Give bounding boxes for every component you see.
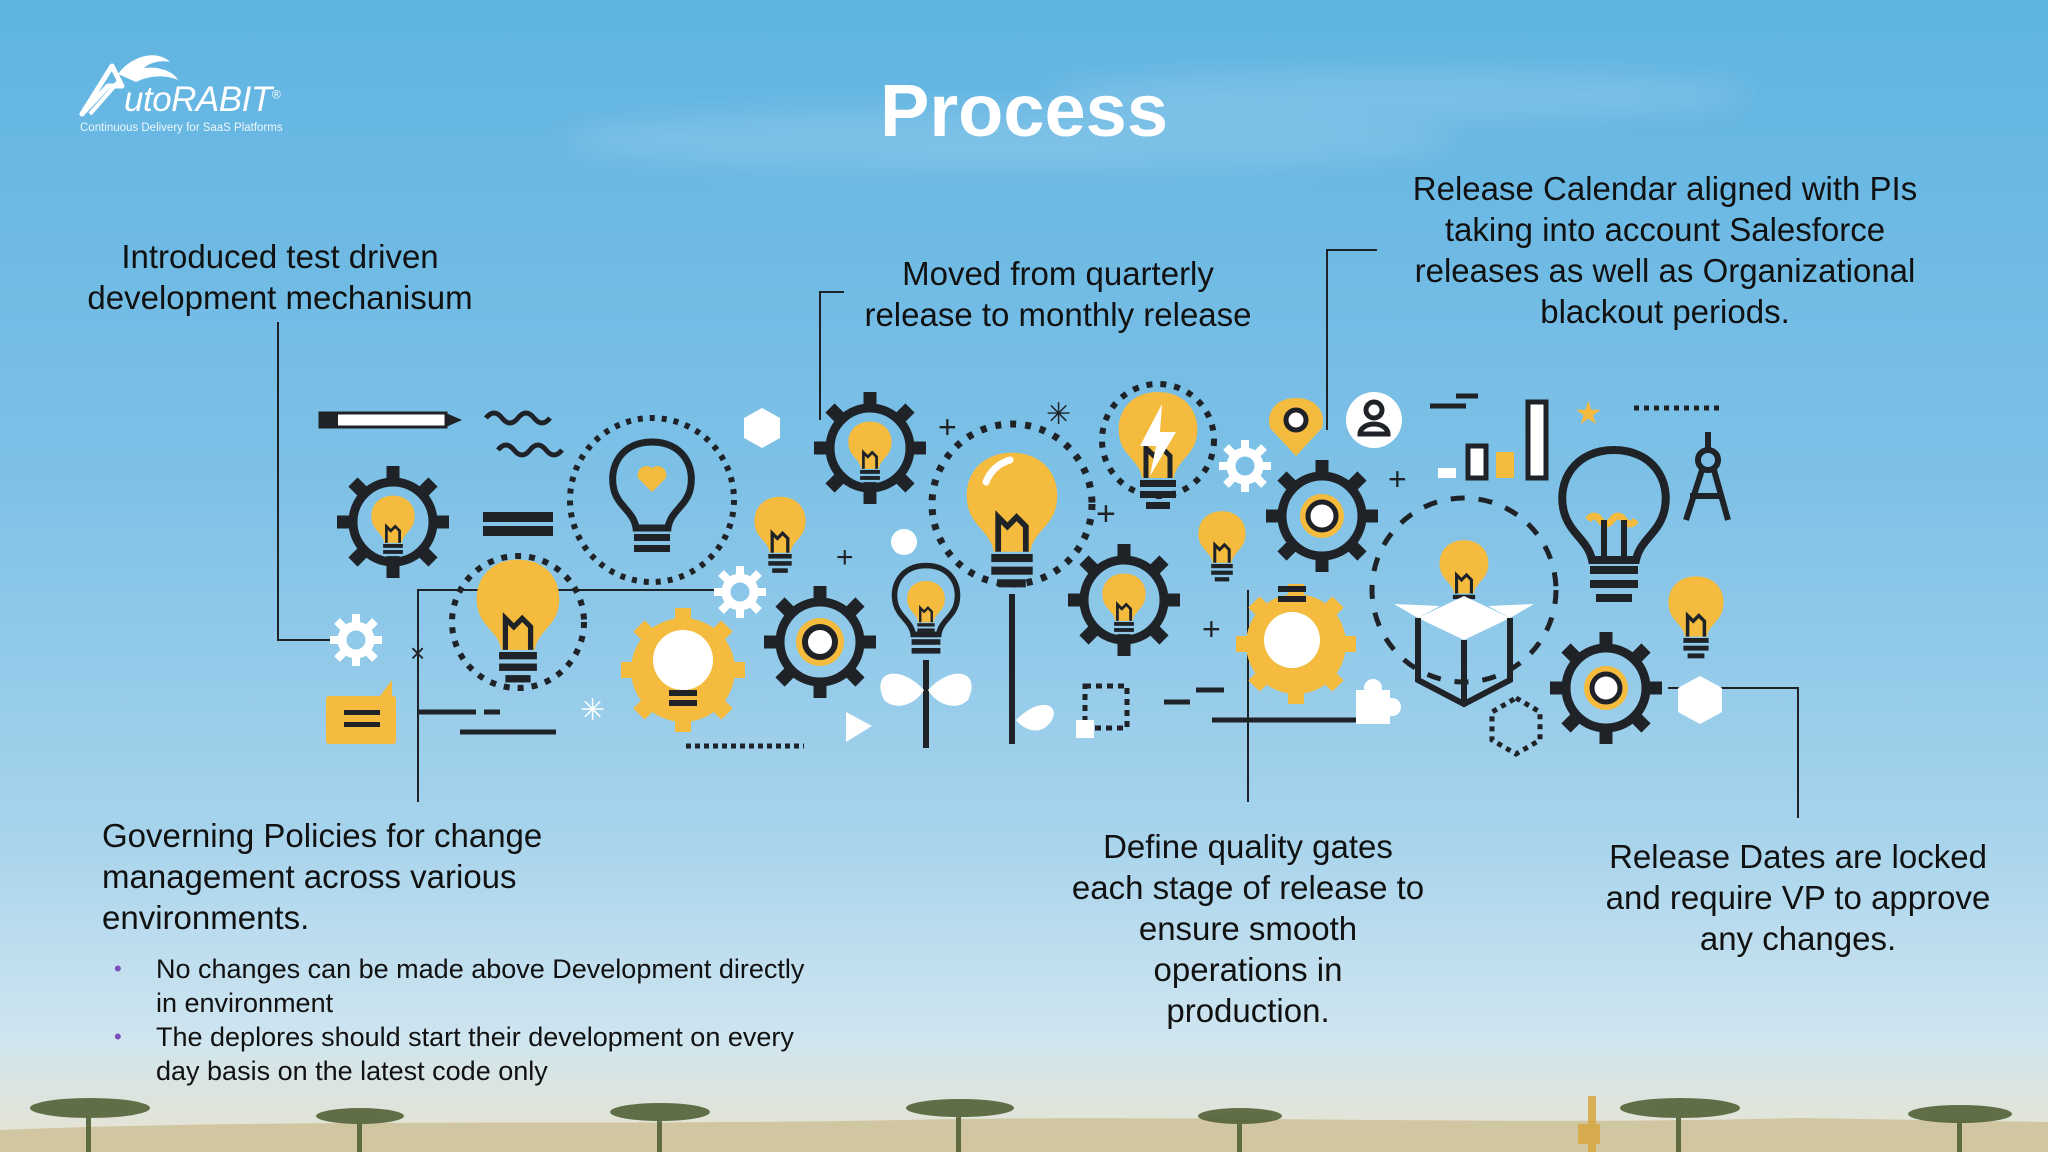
gear-white-bulb-icon — [1236, 584, 1356, 704]
heart-bulb-icon — [567, 415, 737, 585]
hexagon-icon — [744, 408, 780, 448]
connector-lines — [277, 249, 1799, 818]
puzzle-icon — [1356, 679, 1401, 724]
slide-title: Process — [880, 69, 1168, 152]
connector-policies — [417, 589, 720, 802]
callout-release-dates: Release Dates are locked and require VP … — [1605, 838, 1991, 957]
plus-icon: + — [938, 409, 957, 445]
gear-white-bulb-icon — [621, 608, 745, 732]
x-mark-icon: × — [410, 638, 425, 668]
callout-governing-policies: Governing Policies for change management… — [102, 817, 543, 936]
user-icon — [1346, 392, 1402, 448]
plus-icon: + — [1388, 461, 1407, 497]
plant-bulb-icon — [880, 566, 972, 748]
policy-bullet-list: • No changes can be made above Developmen… — [110, 952, 810, 1088]
plus-icon: + — [836, 541, 854, 574]
list-item: • The deplores should start their develop… — [110, 1020, 810, 1088]
registered-mark: ® — [271, 87, 281, 102]
gear-icon — [764, 586, 876, 698]
giraffe-icon — [1578, 1096, 1600, 1152]
dash-lines-icon — [418, 709, 556, 735]
sparkle-icon: ✳ — [1046, 398, 1071, 431]
connector-monthly — [819, 291, 844, 420]
pencil-icon — [318, 411, 462, 429]
dashed-square-icon — [1082, 683, 1130, 731]
sky-haze — [560, 110, 1460, 170]
squiggle-icon — [484, 410, 552, 426]
bar-chart-icon — [1430, 393, 1549, 481]
rabbit-logo-icon — [79, 55, 178, 117]
big-bulb-icon — [449, 512, 587, 691]
compass-icon — [1683, 432, 1731, 521]
bullet-text: No changes can be made above Development… — [156, 954, 805, 1018]
square-icon — [1076, 720, 1094, 738]
callout-quality-gates: Define quality gates each stage of relea… — [1071, 828, 1425, 1029]
gear-icon — [1266, 460, 1378, 572]
gear-icon — [1550, 632, 1662, 744]
logo-wordmark: utoRABIT® — [124, 80, 281, 120]
hexagon-icon — [1678, 676, 1722, 724]
sparkle-icon: ✳ — [580, 694, 605, 727]
list-item: • No changes can be made above Developmen… — [110, 952, 810, 1020]
dot-icon — [891, 529, 917, 555]
bullet-dot-icon: • — [114, 1024, 122, 1049]
autorabit-logo: utoRABIT® Continuous Delivery for SaaS P… — [78, 52, 328, 142]
hexagon-outline-icon — [1489, 695, 1543, 757]
outline-bulb-icon — [1558, 445, 1670, 602]
connector-calendar — [1326, 249, 1377, 430]
location-pin-icon — [1269, 398, 1323, 456]
center-bulb-icon — [928, 420, 1096, 744]
plus-icon: + — [1096, 495, 1116, 533]
callout-monthly-release: Moved from quarterly release to monthly … — [864, 255, 1252, 333]
chat-icon — [326, 680, 396, 744]
squiggle-icon — [496, 442, 564, 458]
lightning-bulb-icon — [1099, 381, 1217, 509]
star-icon: ★ — [1574, 395, 1603, 431]
box-bulb-icon — [1369, 495, 1559, 708]
callout-release-calendar: Release Calendar aligned with PIs taking… — [1412, 170, 1918, 330]
logo-tagline: Continuous Delivery for SaaS Platforms — [80, 122, 283, 134]
bullet-dot-icon: • — [114, 956, 122, 981]
play-icon — [846, 712, 872, 742]
bullet-text: The deplores should start their developm… — [156, 1022, 794, 1086]
connector-tdd — [277, 322, 330, 641]
dash-lines-icon — [1164, 687, 1372, 723]
logo-brand: utoRABIT — [124, 80, 272, 119]
sky-haze — [1050, 70, 1750, 120]
plus-icon: + — [1202, 611, 1221, 647]
callout-tdd: Introduced test driven development mecha… — [87, 238, 473, 316]
